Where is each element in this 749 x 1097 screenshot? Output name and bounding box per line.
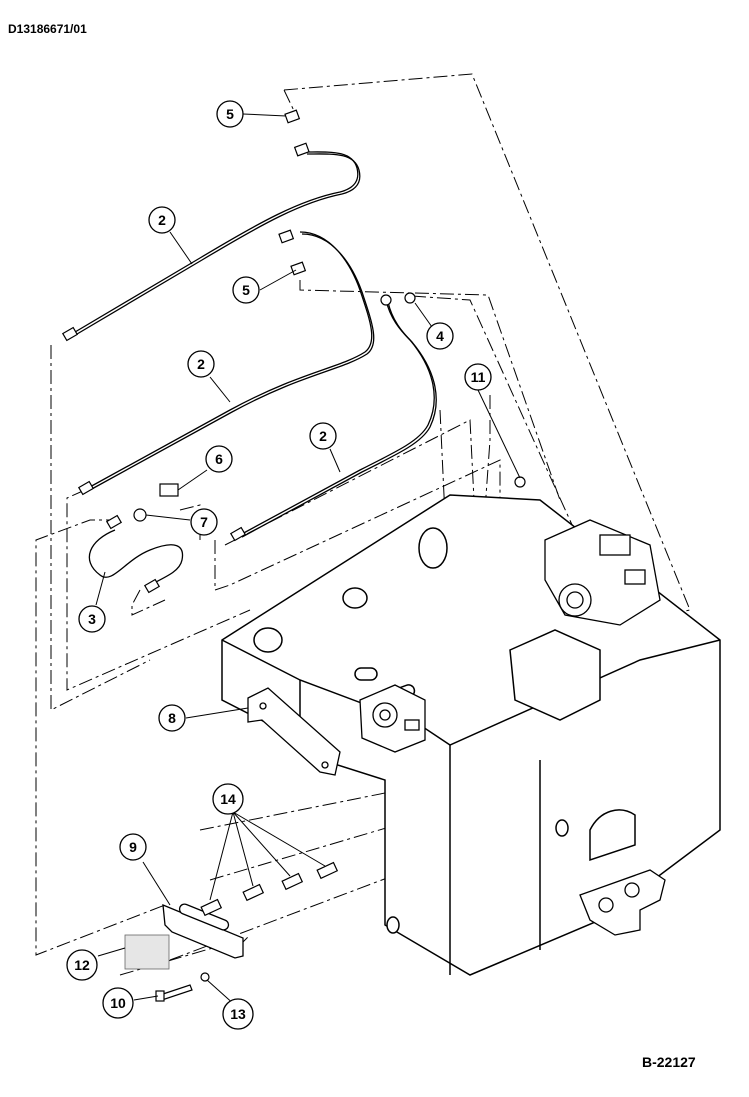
label-decal-12 [124,934,170,970]
lifting-handle-8 [247,687,341,776]
callout-label: 7 [200,514,208,530]
callout-6: 6 [205,445,233,473]
fitting-7 [133,508,147,522]
callout-label: 6 [215,451,223,467]
fitting-4-b [404,292,416,304]
hydraulic-hoses [69,151,437,586]
callout-9: 9 [119,833,147,861]
washer-13 [200,972,210,982]
fitting-hose-end-b [278,229,295,244]
callout-5-upper: 5 [216,100,244,128]
callout-10: 10 [102,987,134,1019]
callout-label: 13 [230,1006,246,1022]
callout-label: 9 [129,839,137,855]
callout-label: 4 [436,328,444,344]
callout-label: 2 [197,356,205,372]
callout-14: 14 [212,783,244,815]
hose-fittings [61,109,526,594]
callout-label: 14 [220,791,236,807]
callout-label: 5 [226,106,234,122]
callout-label: 11 [471,369,486,385]
fitting-hose-end-e [229,526,247,542]
hydraulic-pump-upper [544,519,661,626]
figure-code: B-22127 [642,1054,696,1070]
callout-label: 3 [88,611,96,627]
callout-label: 8 [168,710,176,726]
callout-2-middle: 2 [187,350,215,378]
fitting-hose-end-a [293,142,310,157]
fitting-3-a [105,514,123,530]
callout-2-upper: 2 [148,206,176,234]
callout-2-lower: 2 [309,422,337,450]
callout-label: 5 [242,282,250,298]
callout-12: 12 [66,949,98,981]
fitting-5-top [284,109,301,124]
callout-5-lower: 5 [232,276,260,304]
callout-13: 13 [222,998,254,1030]
hydraulic-pump-lower [359,684,426,753]
fitting-4-a [380,294,392,306]
callout-3: 3 [78,605,106,633]
callout-leaders [95,113,521,1007]
bracket-9 [162,903,244,959]
callout-11: 11 [464,363,492,391]
fitting-hose-end-c [61,326,79,342]
fitting-5-mid [290,261,307,276]
document-code: D13186671/01 [8,22,87,36]
quick-couplers-14 [200,861,339,917]
fitting-hose-end-d [77,480,95,496]
fitting-11 [514,476,526,488]
callout-label: 12 [74,957,90,973]
callout-7: 7 [190,508,218,536]
callout-label: 2 [158,212,166,228]
mounting-foot [579,869,666,936]
callout-label: 10 [110,995,126,1011]
callout-8: 8 [158,704,186,732]
tee-fitting-6 [159,483,179,497]
bolt-10 [155,984,193,1002]
fitting-3-b [143,578,161,594]
callout-label: 2 [319,428,327,444]
callout-4: 4 [426,322,454,350]
